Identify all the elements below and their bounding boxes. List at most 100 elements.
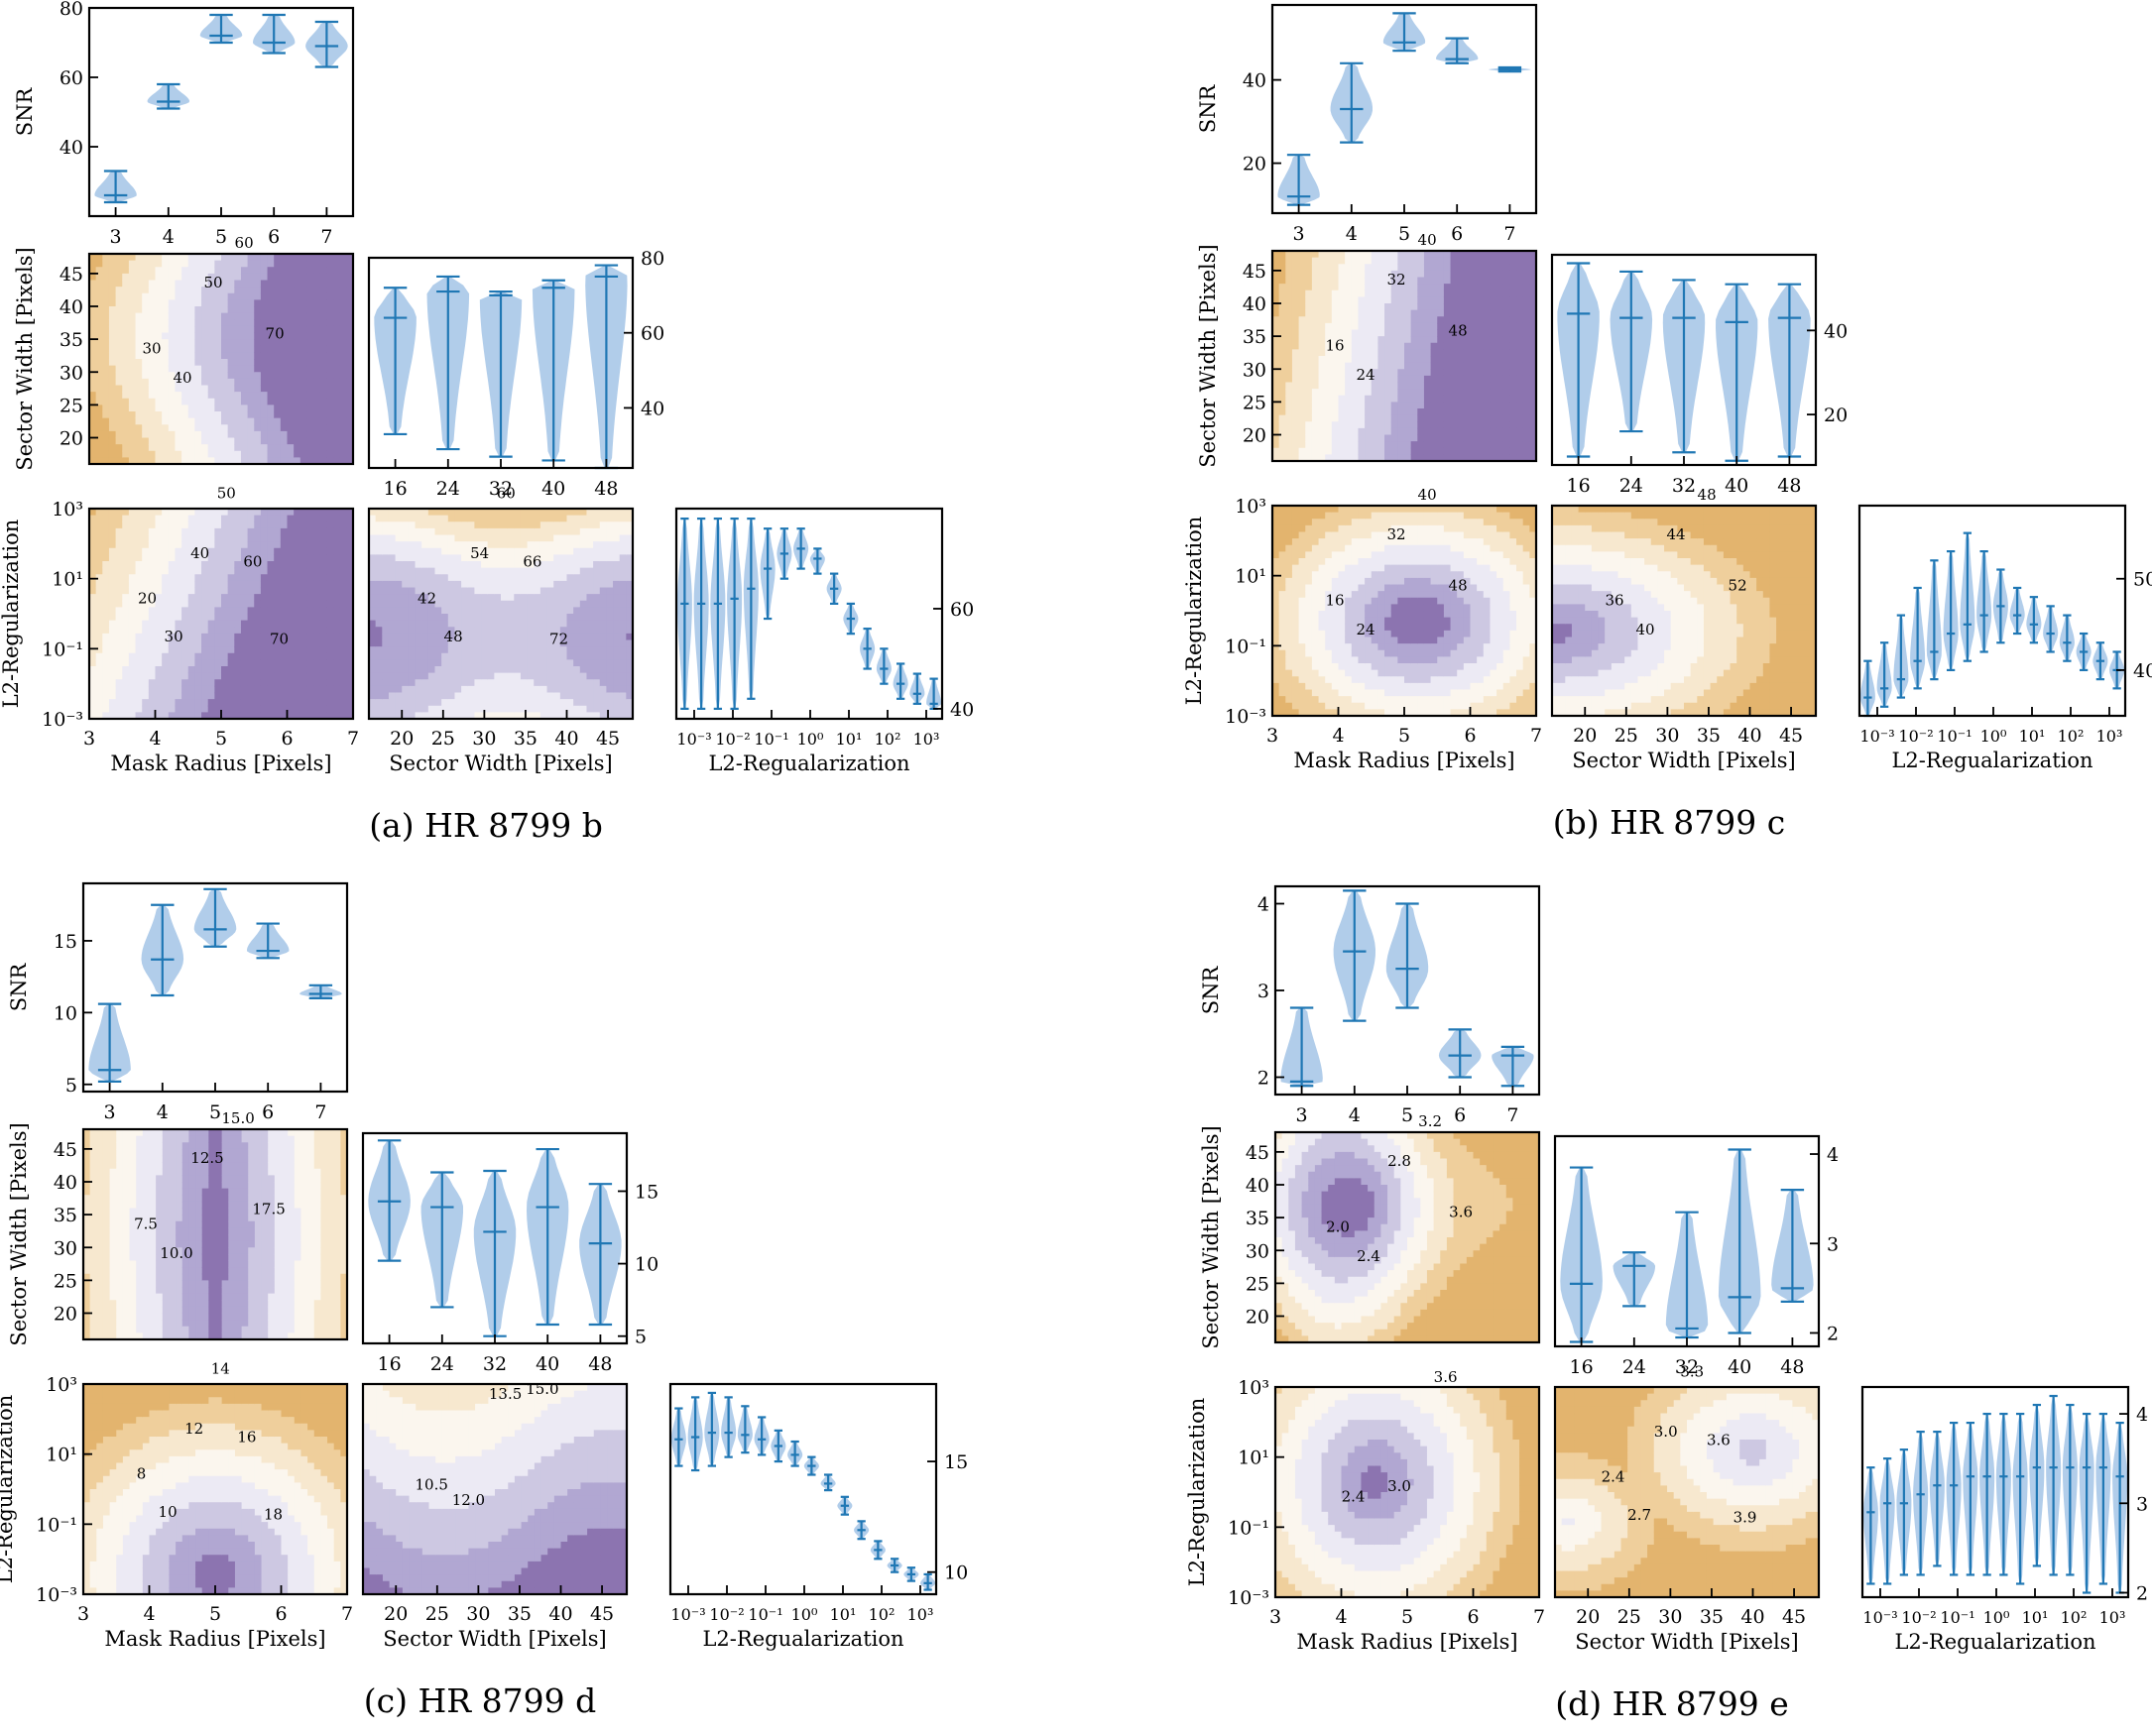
contour-cell	[467, 692, 475, 700]
contour-cell	[520, 692, 529, 700]
contour-cell	[155, 437, 163, 445]
contour-cell	[254, 620, 262, 628]
contour-cell	[1377, 362, 1385, 370]
contour-cell	[1305, 336, 1313, 344]
contour-cell	[1305, 356, 1313, 364]
contour-cell	[1390, 289, 1398, 297]
contour-cell	[187, 345, 195, 353]
contour-cell	[102, 267, 110, 275]
contour-cell	[148, 607, 157, 615]
contour-cell	[326, 561, 334, 569]
contour-cell	[135, 312, 143, 320]
contour-cell	[1377, 296, 1385, 304]
contour-cell	[1318, 356, 1326, 364]
contour-cell	[260, 692, 269, 700]
contour-cell	[1325, 421, 1333, 429]
contour-cell	[1325, 389, 1333, 397]
contour-cell	[454, 652, 462, 660]
x-tick-label: 40	[554, 728, 578, 750]
contour-cell	[201, 712, 209, 719]
contour-cell	[339, 554, 347, 562]
contour-cell	[494, 600, 502, 608]
contour-cell	[128, 437, 137, 445]
contour-cell	[454, 620, 462, 628]
contour-cell	[395, 607, 403, 615]
contour-cell	[566, 547, 574, 555]
contour-cell	[1305, 284, 1313, 291]
contour-cell	[194, 292, 202, 300]
contour-cell	[108, 430, 117, 439]
contour-cell	[461, 547, 469, 555]
contour-cell	[447, 607, 456, 615]
contour-cell	[546, 614, 554, 622]
contour-cell	[427, 600, 436, 608]
contour-cell	[162, 424, 170, 432]
contour-cell	[201, 685, 209, 694]
contour-cell	[487, 594, 495, 602]
contour-cell	[299, 594, 308, 602]
contour-cell	[221, 365, 229, 373]
contour-cell	[267, 457, 275, 464]
contour-cell	[501, 594, 509, 602]
contour-cell	[287, 339, 295, 347]
contour-cell	[128, 600, 137, 608]
contour-cell	[102, 332, 110, 340]
contour-cell	[1437, 369, 1445, 377]
contour-cell	[1390, 329, 1398, 337]
contour-cell	[306, 273, 314, 282]
contour-cell	[287, 646, 295, 654]
contour-cell	[369, 685, 377, 694]
contour-cell	[501, 509, 509, 517]
contour-cell	[434, 561, 442, 569]
contour-cell	[599, 509, 607, 517]
contour-cell	[135, 554, 143, 562]
contour-cell	[128, 699, 137, 707]
contour-cell	[234, 574, 242, 582]
contour-cell	[1305, 289, 1313, 297]
contour-cell	[175, 607, 182, 615]
contour-cell	[1278, 447, 1286, 455]
contour-cell	[313, 457, 321, 464]
contour-cell	[187, 299, 195, 307]
contour-cell	[1410, 296, 1418, 304]
contour-level-label: 70	[266, 325, 285, 343]
y-tick-label: 20	[60, 428, 83, 450]
contour-cell	[339, 679, 347, 687]
contour-cell	[102, 411, 110, 419]
contour-cell	[1311, 389, 1320, 397]
contour-cell	[227, 639, 235, 647]
contour-cell	[142, 339, 150, 347]
contour-cell	[467, 547, 475, 555]
contour-cell	[148, 705, 157, 713]
contour-cell	[539, 567, 548, 575]
contour-cell	[1311, 441, 1320, 449]
contour-cell	[155, 685, 163, 694]
contour-cell	[1298, 414, 1306, 422]
contour-cell	[1377, 369, 1385, 377]
contour-cell	[553, 672, 561, 680]
contour-cell	[593, 587, 601, 595]
contour-cell	[1397, 349, 1405, 357]
contour-cell	[1351, 375, 1360, 384]
contour-cell	[1384, 375, 1392, 384]
contour-cell	[287, 620, 295, 628]
contour-cell	[559, 567, 568, 575]
contour-cell	[382, 614, 390, 622]
contour-cell	[534, 712, 541, 719]
contour-cell	[339, 424, 347, 432]
sector-width-x-axis-label: Sector Width [Pixels]	[389, 752, 612, 775]
contour-cell	[168, 299, 177, 307]
contour-cell	[487, 712, 495, 719]
contour-cell	[333, 600, 341, 608]
contour-cell	[514, 620, 522, 628]
contour-cell	[514, 509, 522, 517]
contour-cell	[274, 672, 282, 680]
contour-cell	[274, 319, 282, 327]
contour-cell	[573, 620, 581, 628]
contour-cell	[1443, 289, 1452, 297]
contour-cell	[546, 527, 554, 536]
contour-cell	[319, 273, 327, 282]
contour-cell	[402, 646, 410, 654]
contour-cell	[539, 521, 548, 529]
contour-cell	[553, 620, 561, 628]
